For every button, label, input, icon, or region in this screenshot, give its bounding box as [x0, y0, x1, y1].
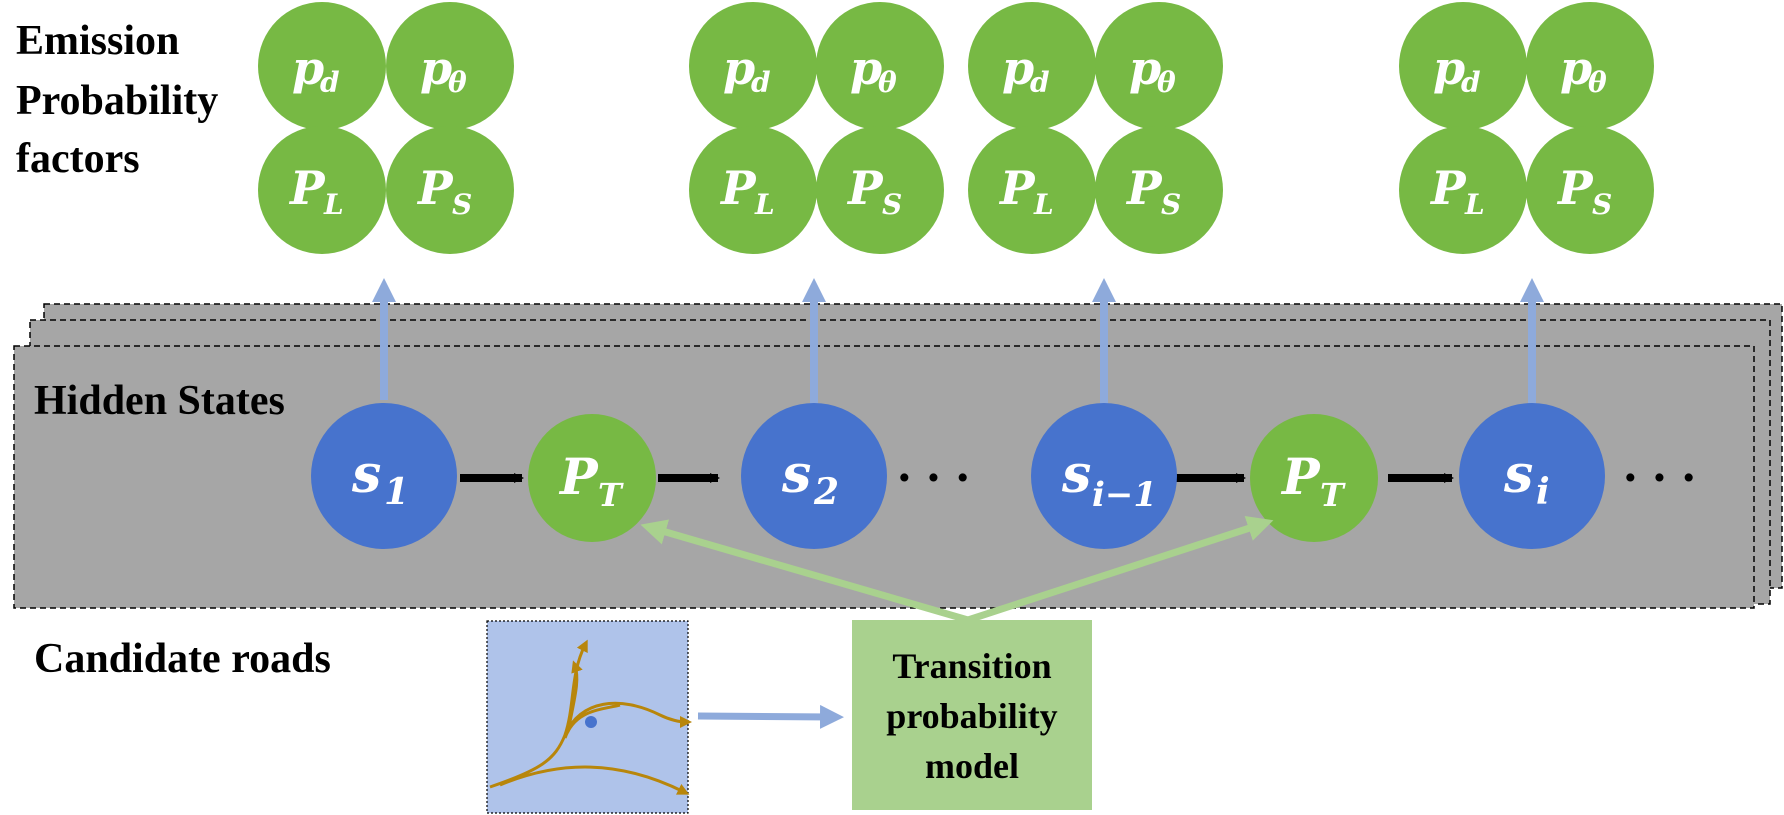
- ps-sub: S: [1161, 188, 1181, 221]
- pd-sub: d: [320, 66, 340, 99]
- pt1-main: P: [558, 447, 599, 506]
- ptheta-sub: θ: [448, 66, 467, 99]
- pt1-sub: T: [598, 476, 624, 514]
- node-si: s i: [1459, 403, 1605, 549]
- pt2-sub: T: [1320, 476, 1346, 514]
- pl-main: P: [288, 161, 326, 215]
- roads-to-model-arrow: [697, 704, 844, 729]
- ptheta-main: p: [420, 41, 452, 95]
- pl-main: P: [719, 161, 757, 215]
- pd-main: p: [723, 41, 755, 95]
- model-to-pt1-arrow: [640, 519, 969, 624]
- pl-main: P: [1429, 161, 1467, 215]
- emission-label-line3: factors: [16, 136, 140, 182]
- pd-sub: d: [751, 66, 771, 99]
- transition-model-line3: model: [925, 746, 1019, 786]
- pd-main: p: [1433, 41, 1465, 95]
- road-path-5: [566, 660, 583, 733]
- ptheta-sub: θ: [878, 66, 897, 99]
- pl-sub: L: [754, 188, 775, 221]
- emission-label-line2: Probability: [16, 78, 218, 124]
- s1-sub: 1: [384, 471, 409, 513]
- ellipsis-1: · · ·: [896, 449, 971, 505]
- ps-sub: S: [1592, 188, 1612, 221]
- node-s1: s 1: [311, 403, 457, 549]
- emission-group-2: p d p θ P L P S: [689, 2, 944, 254]
- si1-sub: i−1: [1092, 475, 1157, 515]
- ps-sub: S: [452, 188, 472, 221]
- pl-sub: L: [1464, 188, 1485, 221]
- si-main: s: [1503, 444, 1533, 505]
- road-path-2: [563, 701, 692, 736]
- s2-sub: 2: [813, 471, 839, 513]
- ps-sub: S: [882, 188, 902, 221]
- node-si-minus-1: s i−1: [1031, 403, 1177, 549]
- pl-main: P: [998, 161, 1036, 215]
- s2-main: s: [781, 444, 811, 505]
- candidate-roads-label: Candidate roads: [34, 636, 331, 682]
- node-s2: s 2: [741, 403, 887, 549]
- transition-model-line2: probability: [886, 696, 1057, 736]
- ptheta-main: p: [1129, 41, 1161, 95]
- pl-sub: L: [323, 188, 344, 221]
- pd-main: p: [1002, 41, 1034, 95]
- pt2-main: P: [1280, 447, 1321, 506]
- ps-main: P: [1125, 161, 1163, 215]
- emission-group-4: p d p θ P L P S: [1399, 2, 1654, 254]
- node-pt-1: P T: [528, 414, 656, 542]
- pd-sub: d: [1461, 66, 1481, 99]
- si1-main: s: [1061, 444, 1091, 505]
- candidate-roads-panel: [486, 620, 692, 814]
- ptheta-main: p: [1560, 41, 1592, 95]
- ps-main: P: [1556, 161, 1594, 215]
- transition-model-box: Transition probability model: [852, 620, 1092, 810]
- ellipsis-2: · · ·: [1622, 449, 1697, 505]
- emission-group-3: p d p θ P L P S: [968, 2, 1223, 254]
- pd-main: p: [292, 41, 324, 95]
- ps-main: P: [846, 161, 884, 215]
- pd-sub: d: [1030, 66, 1050, 99]
- gps-point: [585, 716, 597, 728]
- model-to-pt2-arrow: [966, 515, 1274, 624]
- si-sub: i: [1536, 471, 1550, 513]
- pl-sub: L: [1033, 188, 1054, 221]
- hidden-states-label: Hidden States: [34, 378, 285, 424]
- ps-main: P: [416, 161, 454, 215]
- road-path-4: [499, 765, 690, 795]
- ptheta-main: p: [850, 41, 882, 95]
- s1-main: s: [351, 444, 381, 505]
- ptheta-sub: θ: [1588, 66, 1607, 99]
- node-pt-2: P T: [1250, 414, 1378, 542]
- transition-model-line1: Transition: [892, 646, 1051, 686]
- ptheta-sub: θ: [1157, 66, 1176, 99]
- emission-group-1: p d p θ P L P S: [258, 2, 514, 254]
- emission-label-line1: Emission: [16, 18, 179, 64]
